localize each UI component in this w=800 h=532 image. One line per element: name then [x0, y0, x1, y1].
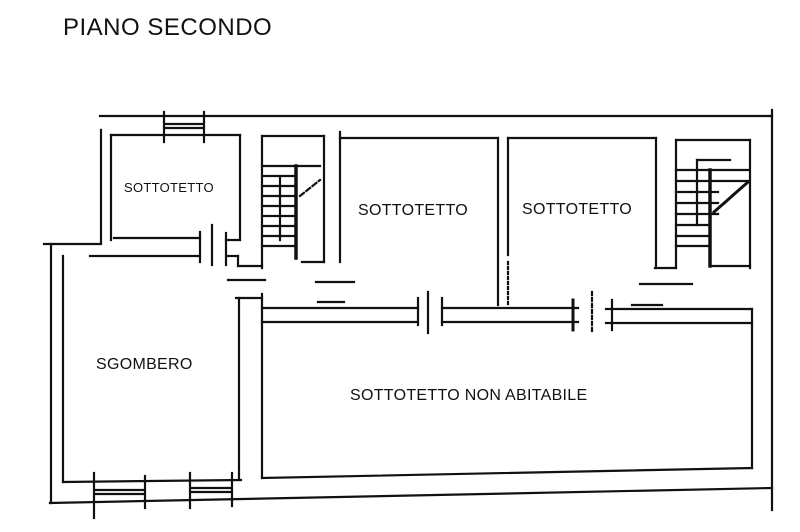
- room-label-sottotetto-1: SOTTOTETTO: [124, 180, 214, 195]
- plan-title: PIANO SECONDO: [63, 14, 273, 41]
- room-label-sottotetto-3: SOTTOTETTO: [522, 201, 632, 218]
- room-label-sottotetto-non-abitabile: SOTTOTETTO NON ABITABILE: [350, 387, 588, 404]
- room-label-sgombero: SGOMBERO: [96, 356, 193, 373]
- room-label-sottotetto-2: SOTTOTETTO: [358, 202, 468, 219]
